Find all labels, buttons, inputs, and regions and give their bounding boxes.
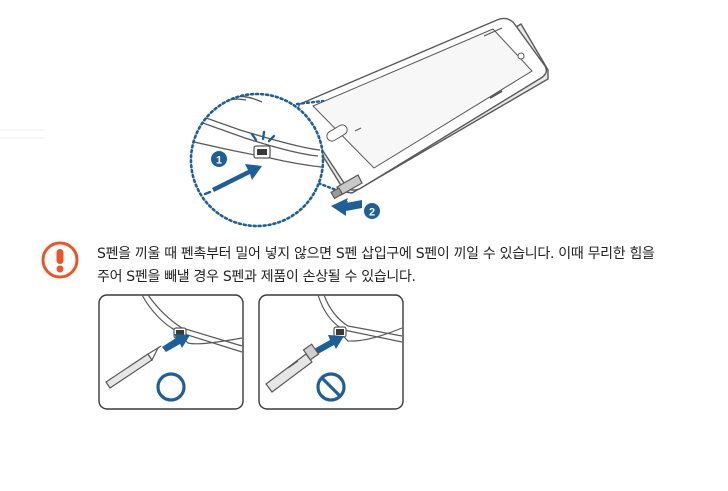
zoom-detail [189, 92, 325, 228]
correct-insertion-panel [98, 294, 244, 410]
incorrect-insertion-panel [258, 294, 404, 410]
spen-removal-illustration: 1 2 [0, 17, 549, 228]
step-1-badge: 1 [211, 151, 227, 167]
svg-text:2: 2 [369, 207, 375, 219]
exclamation-circle-icon [41, 241, 79, 279]
phone-device [297, 17, 549, 194]
warning-line-1: S펜을 끼울 때 펜촉부터 밀어 넣지 않으면 S펜 삽입구에 S펜이 끼일 수… [97, 246, 655, 262]
step-2-badge: 2 [364, 203, 380, 219]
warning-line-2: 주어 S펜을 빼낼 경우 S펜과 제품이 손상될 수 있습니다. [97, 269, 416, 285]
svg-text:1: 1 [216, 155, 222, 167]
background-decoration [0, 129, 45, 139]
warning-text: S펜을 끼울 때 펜촉부터 밀어 넣지 않으면 S펜 삽입구에 S펜이 끼일 수… [97, 243, 707, 289]
pull-arrow [331, 198, 362, 216]
s-pen [330, 174, 363, 200]
prohibited-icon [316, 372, 346, 402]
